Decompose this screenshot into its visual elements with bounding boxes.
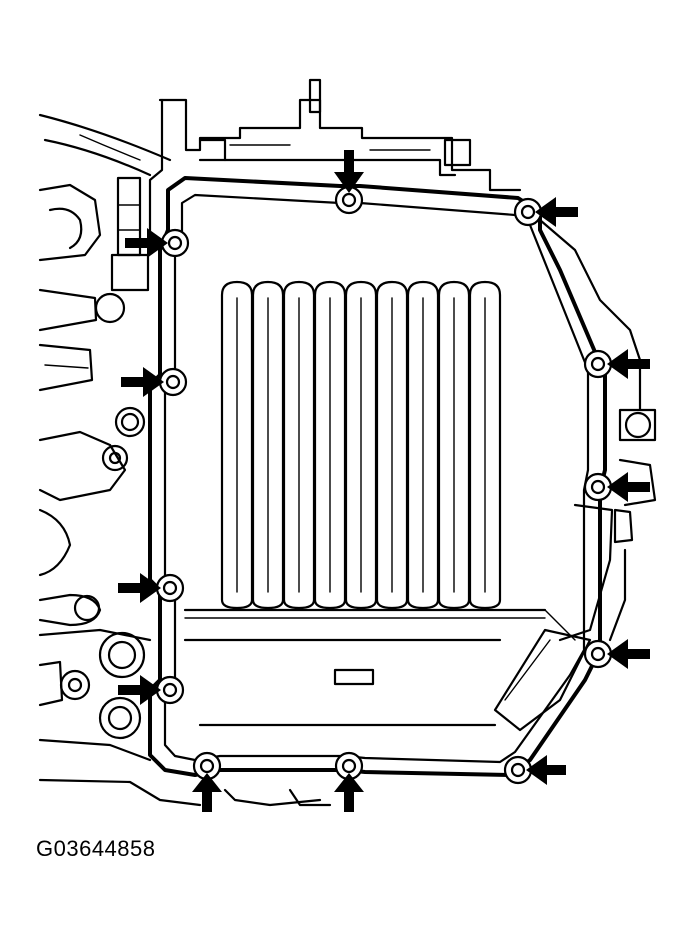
arrow-up	[334, 773, 364, 812]
figure-id-label: G03644858	[36, 836, 156, 861]
arrow-down	[334, 150, 364, 193]
arrow-right	[118, 675, 161, 705]
arrow-left	[607, 472, 650, 502]
bolt	[158, 367, 188, 397]
arrow-left	[607, 639, 650, 669]
arrow-right	[118, 573, 161, 603]
bolts	[155, 185, 613, 785]
arrow-right	[121, 367, 164, 397]
arrow-up	[192, 773, 222, 812]
arrow-right	[125, 228, 168, 258]
bolt	[583, 349, 613, 379]
arrows	[118, 150, 650, 812]
transmission-case	[38, 78, 657, 807]
arrow-left	[607, 349, 650, 379]
cooler-fins	[220, 280, 502, 610]
arrow-left	[535, 197, 578, 227]
arrow-left	[526, 755, 566, 785]
